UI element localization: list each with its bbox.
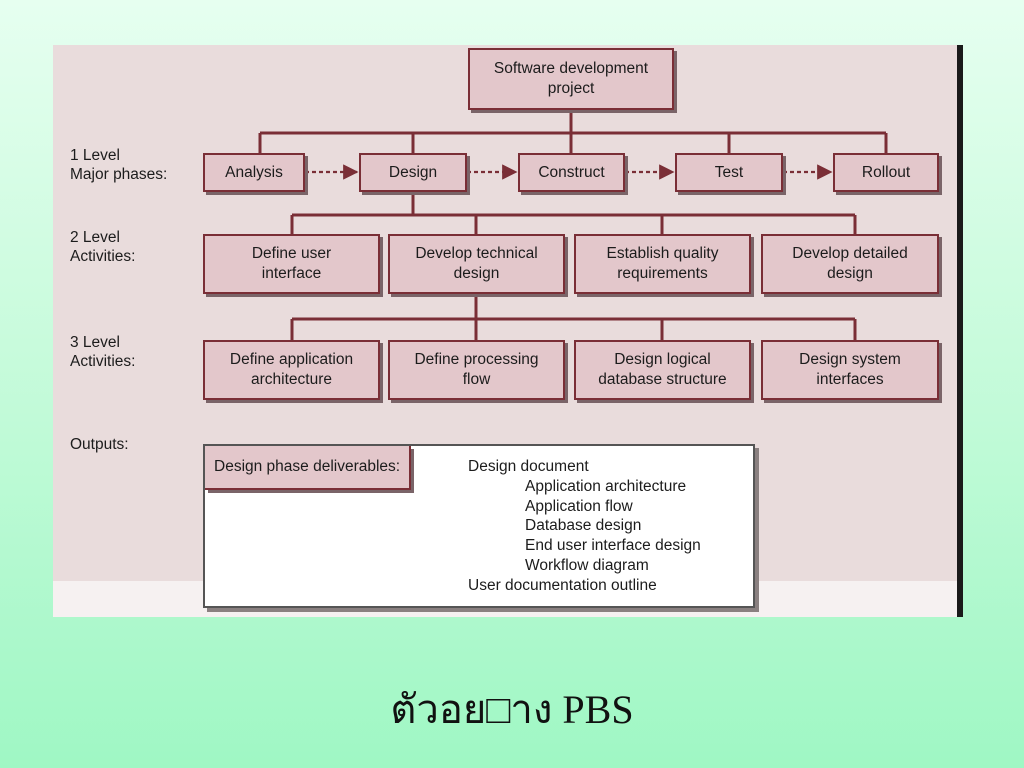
level-3-subtitle: Activities: bbox=[70, 353, 136, 370]
outputs-item: Database design bbox=[525, 517, 642, 535]
outputs-tag: Design phase deliverables: bbox=[205, 446, 412, 490]
activity-line: Define application bbox=[229, 351, 354, 368]
level-1-label: 1 Level Major phases: bbox=[70, 146, 167, 184]
wbs-figure: Software development project 1 Level Maj… bbox=[53, 45, 963, 617]
phase-rollout: Rollout bbox=[833, 153, 939, 192]
outputs-list: Design document Application architecture… bbox=[468, 457, 701, 596]
activity-line: Develop technical bbox=[415, 245, 538, 262]
phase-analysis: Analysis bbox=[203, 153, 305, 192]
activity-define-processing-flow: Define processing flow bbox=[388, 340, 565, 400]
level-1-subtitle: Major phases: bbox=[70, 166, 168, 183]
activity-line: Develop detailed bbox=[792, 245, 908, 262]
outputs-footer: User documentation outline bbox=[468, 576, 657, 594]
activity-line: design bbox=[827, 265, 873, 282]
activity-line: Design logical bbox=[614, 351, 711, 368]
activity-establish-quality-requirements: Establish quality requirements bbox=[574, 234, 751, 294]
outputs-item: End user interface design bbox=[525, 537, 701, 555]
phase-construct: Construct bbox=[518, 153, 625, 192]
activity-line: interface bbox=[261, 265, 322, 282]
phase-test: Test bbox=[675, 153, 783, 192]
activity-develop-detailed-design: Develop detailed design bbox=[761, 234, 939, 294]
activity-define-user-interface: Define user interface bbox=[203, 234, 380, 294]
activity-line: Define processing bbox=[414, 351, 539, 368]
root-box: Software development project bbox=[468, 48, 674, 110]
root-label: Software development project bbox=[493, 60, 649, 97]
outputs-item: Application flow bbox=[525, 497, 633, 515]
level-3-title: 3 Level bbox=[70, 334, 120, 351]
activity-design-system-interfaces: Design system interfaces bbox=[761, 340, 939, 400]
outputs-panel: Design phase deliverables: Design docume… bbox=[203, 444, 755, 608]
activity-develop-technical-design: Develop technical design bbox=[388, 234, 565, 294]
activity-line: interfaces bbox=[816, 371, 884, 388]
activity-line: Establish quality bbox=[606, 245, 719, 262]
level-2-title: 2 Level bbox=[70, 229, 120, 246]
slide-caption: ตัวอย□าง PBS bbox=[390, 687, 634, 732]
activity-line: Define user bbox=[251, 245, 332, 262]
activity-line: requirements bbox=[617, 265, 708, 282]
outputs-item: Workflow diagram bbox=[525, 556, 649, 574]
outputs-item: Application architecture bbox=[525, 477, 687, 495]
connector-lines bbox=[258, 110, 888, 341]
activity-line: design bbox=[453, 265, 500, 282]
activity-design-logical-database-structure: Design logical database structure bbox=[574, 340, 751, 400]
outputs-label: Outputs: bbox=[70, 436, 129, 453]
phase-design: Design bbox=[359, 153, 467, 192]
activity-line: database structure bbox=[598, 371, 727, 388]
level-2-label: 2 Level Activities: bbox=[70, 228, 135, 266]
activity-line: Design system bbox=[799, 351, 901, 368]
activity-define-application-architecture: Define application architecture bbox=[203, 340, 380, 400]
activity-line: architecture bbox=[251, 371, 332, 388]
outputs-doc: Design document bbox=[468, 458, 589, 475]
level-3-label: 3 Level Activities: bbox=[70, 333, 135, 371]
figure-right-border bbox=[957, 45, 963, 617]
activity-line: flow bbox=[462, 371, 491, 388]
level-2-subtitle: Activities: bbox=[70, 248, 136, 265]
level-1-title: 1 Level bbox=[70, 147, 120, 164]
